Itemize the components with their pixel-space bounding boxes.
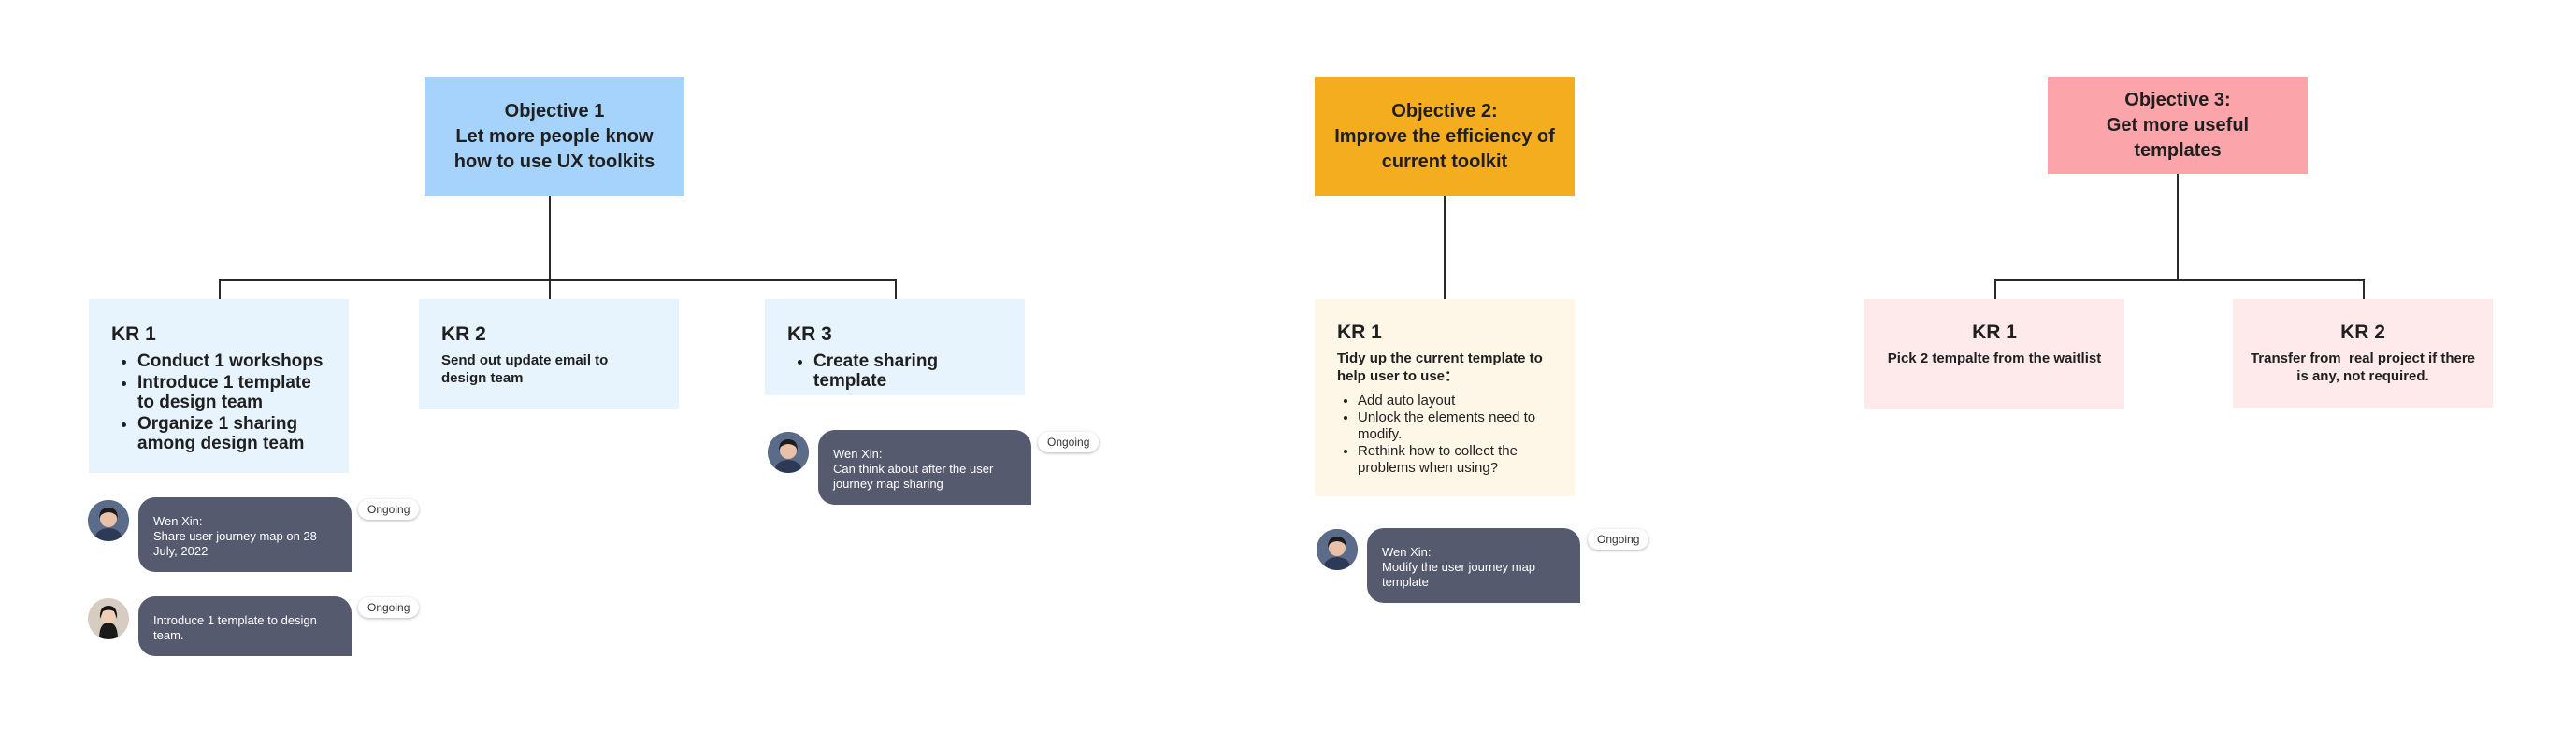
kr-item: Conduct 1 workshops [137, 351, 326, 371]
connector-line [2177, 174, 2179, 279]
objective-3-card[interactable]: Objective 3: Get more useful templates [2048, 77, 2308, 174]
comment-author: Wen Xin: [833, 447, 883, 461]
kr-item-list: Create sharing template [787, 351, 1002, 391]
objective-1-card[interactable]: Objective 1 Let more people know how to … [425, 77, 684, 196]
objective-2-title: Objective 2: [1391, 100, 1498, 122]
objective-1-subtitle: Let more people know how to use UX toolk… [453, 125, 655, 172]
status-badge: Ongoing [358, 499, 420, 520]
comment-bubble[interactable]: Wen Xin: Modify the user journey map tem… [1367, 528, 1580, 603]
comment-bubble[interactable]: Wen Xin: Share user journey map on 28 Ju… [138, 497, 352, 572]
objective-1-title: Objective 1 [504, 100, 605, 122]
kr-title: KR 3 [787, 323, 832, 345]
objective-1-kr-1-card[interactable]: KR 1 Conduct 1 workshops Introduce 1 tem… [89, 299, 349, 473]
objective-2-kr-1-card[interactable]: KR 1 Tidy up the current template to hel… [1315, 299, 1575, 496]
comment-text: Can think about after the user journey m… [833, 462, 994, 491]
objective-1-kr-3-card[interactable]: KR 3 Create sharing template [765, 299, 1025, 395]
kr-item: Add auto layout [1358, 393, 1552, 409]
kr-title: KR 2 [441, 323, 486, 345]
objective-3-kr-2-card[interactable]: KR 2 Transfer from real project if there… [2233, 299, 2493, 408]
kr-item-list: Conduct 1 workshops Introduce 1 template… [111, 351, 326, 453]
comment-text: Share user journey map on 28 July, 2022 [153, 529, 317, 558]
connector-line [219, 279, 221, 299]
connector-line [549, 196, 551, 280]
objective-2-card[interactable]: Objective 2: Improve the efficiency of c… [1315, 77, 1575, 196]
connector-line [1994, 279, 1996, 299]
kr-item-list: Add auto layout Unlock the elements need… [1337, 393, 1552, 477]
person-avatar-icon[interactable] [1317, 529, 1358, 570]
kr-title: KR 1 [111, 323, 156, 345]
kr-title: KR 1 [1972, 322, 2017, 343]
objective-1-kr-2-card[interactable]: KR 2 Send out update email to design tea… [419, 299, 679, 409]
kr-item: Organize 1 sharing among design team [137, 414, 326, 453]
kr-description: Send out update email to design team [441, 352, 609, 386]
kr-description: Pick 2 tempalte from the waitlist [1887, 351, 2102, 366]
status-badge: Ongoing [1588, 529, 1649, 550]
status-badge: Ongoing [1038, 432, 1100, 452]
person-avatar-icon[interactable] [768, 432, 809, 473]
kr-item: Unlock the elements need to modify. [1358, 409, 1552, 443]
connector-line [1444, 196, 1446, 299]
status-badge: Ongoing [358, 597, 420, 618]
kr-item: Create sharing template [813, 351, 1002, 391]
person-avatar-icon[interactable] [88, 500, 129, 541]
objective-3-subtitle: Get more useful templates [2106, 114, 2250, 161]
comment-author: Wen Xin: [1382, 545, 1432, 559]
connector-line [549, 279, 551, 299]
connector-line [1994, 279, 2365, 281]
kr-item: Rethink how to collect the problems when… [1358, 443, 1552, 477]
objective-2-subtitle: Improve the efficiency of current toolki… [1334, 125, 1555, 172]
person-avatar-icon[interactable] [88, 598, 129, 639]
kr-description: Transfer from real project if there is a… [2250, 351, 2480, 384]
comment-text: Modify the user journey map template [1382, 560, 1536, 589]
comment-bubble[interactable]: Wen Xin: Can think about after the user … [818, 430, 1031, 505]
kr-item: Introduce 1 template to design team [137, 373, 326, 412]
comment-bubble[interactable]: Introduce 1 template to design team. [138, 596, 352, 656]
kr-title: KR 2 [2340, 322, 2385, 343]
connector-line [2363, 279, 2365, 299]
kr-description: Tidy up the current template to help use… [1337, 351, 1543, 384]
connector-line [895, 279, 897, 299]
objective-3-title: Objective 3: [2124, 89, 2231, 110]
objective-3-kr-1-card[interactable]: KR 1 Pick 2 tempalte from the waitlist [1864, 299, 2124, 409]
comment-text: Introduce 1 template to design team. [153, 613, 317, 642]
kr-title: KR 1 [1337, 322, 1382, 343]
connector-line [219, 279, 897, 281]
comment-author: Wen Xin: [153, 514, 203, 528]
